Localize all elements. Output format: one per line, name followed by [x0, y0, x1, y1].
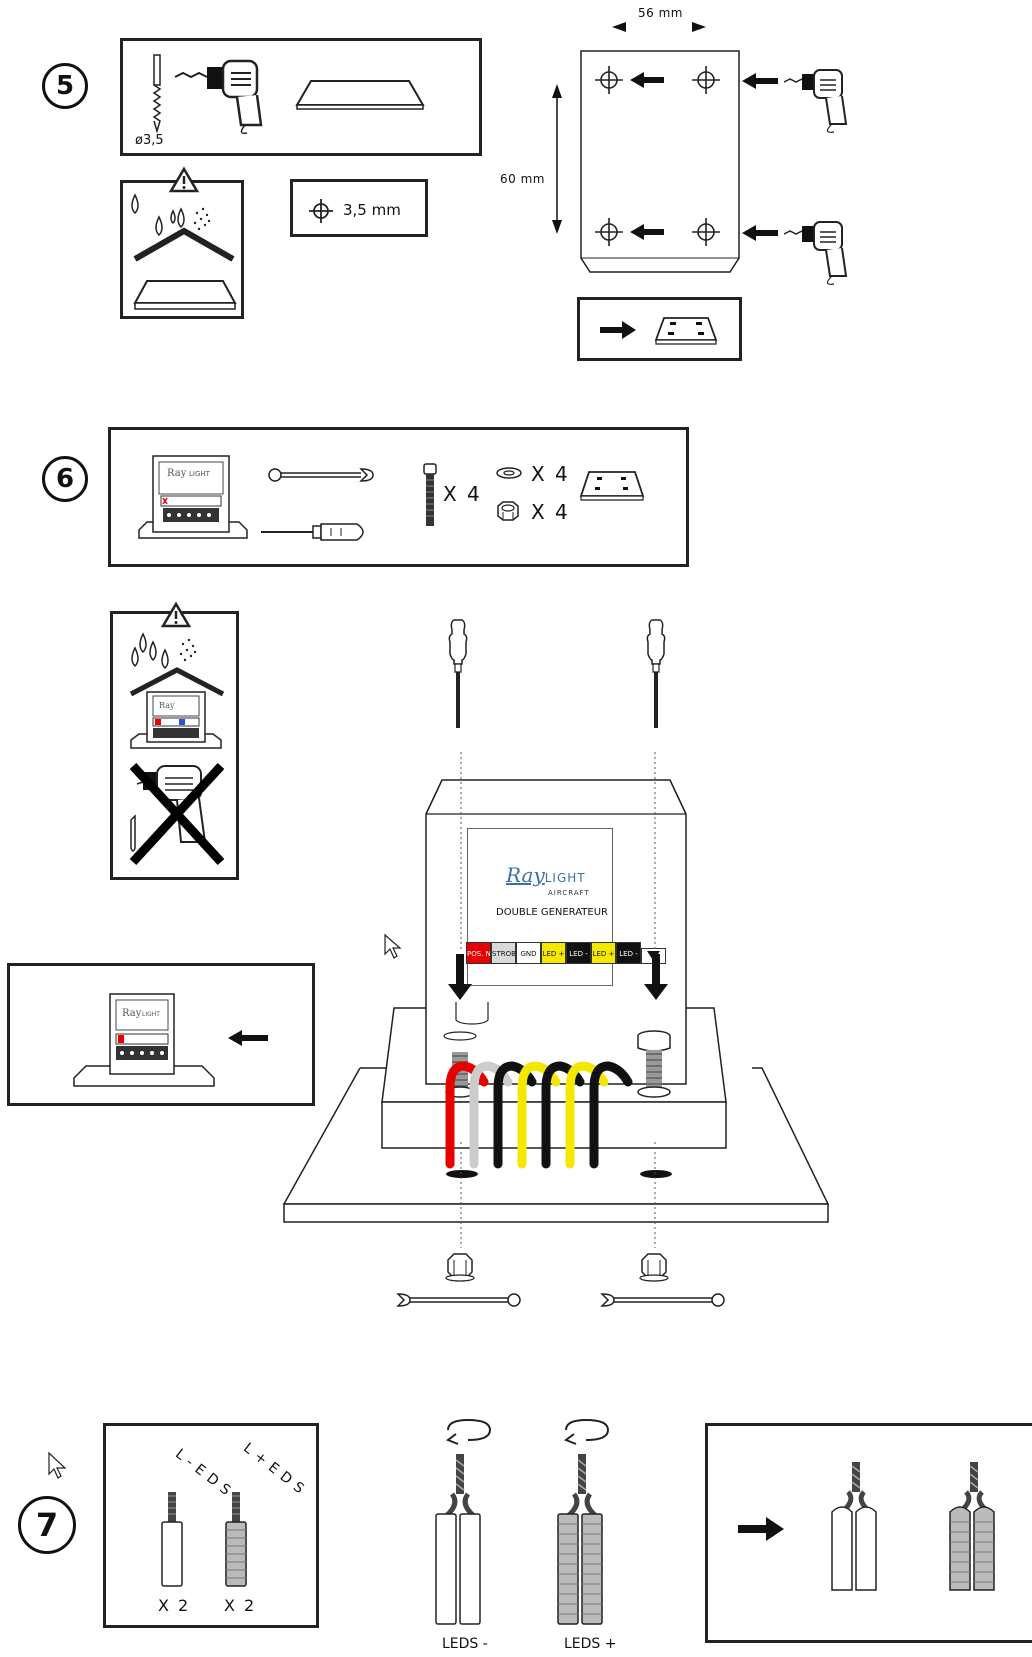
mounting-plate-icon: [295, 80, 425, 110]
height-dimension-label: 60 mm: [500, 172, 545, 186]
wire-bundle: [445, 1061, 633, 1169]
arrow-left-icon: [742, 73, 778, 89]
height-dimension-arrow: [552, 84, 562, 234]
assembled-grey-sleeves: [949, 1462, 995, 1591]
warning-triangle-icon: [168, 166, 200, 193]
svg-text:LIGHT: LIGHT: [142, 1011, 160, 1018]
no-drill-icon: [129, 762, 225, 866]
guide-lines: [460, 752, 656, 1248]
generator-on-plate-icon: Ray LIGHT: [73, 993, 215, 1087]
step-7-result-box: [705, 1423, 1032, 1643]
wrench-icon: [396, 1293, 521, 1307]
step-5-number: 5: [42, 63, 88, 109]
generator-unit-icon: Ray LIGHT: [138, 455, 248, 539]
terminal-label: GND: [516, 942, 541, 964]
leds-plus-label: LEDS +: [564, 1636, 617, 1652]
terminal-label: LED -: [616, 942, 641, 964]
arrow-left-icon: [742, 225, 778, 241]
drill-bit-icon: [152, 54, 162, 134]
mounting-plate-icon: [133, 280, 237, 310]
white-sleeve-icon: [161, 1492, 183, 1587]
hole-size-label: 3,5 mm: [343, 201, 401, 219]
wrench-icon: [268, 468, 374, 482]
terminal-label: LED -: [566, 942, 591, 964]
drops-dust-icon: [131, 193, 235, 262]
white-sleeve-quantity: X 2: [158, 1596, 191, 1615]
step-6-warning-box: Ray: [110, 601, 239, 880]
step-6-result-box: Ray LIGHT: [7, 963, 315, 1106]
nut-icon: [497, 501, 519, 521]
width-dimension-arrow: [612, 22, 706, 32]
curved-label-plus: L+EDS: [240, 1440, 312, 1501]
step-5-protect-box: [120, 166, 244, 319]
screw-quantity: X 4: [443, 482, 482, 506]
step-6-number: 6: [42, 456, 88, 502]
drilled-plate-icon: [579, 471, 645, 501]
arrow-left-icon: [228, 1030, 268, 1046]
wire-7: [589, 1061, 633, 1169]
arrow-right-icon: [600, 321, 636, 339]
drill-icon: [783, 221, 848, 285]
arrow-right-icon: [738, 1517, 784, 1541]
washer-icon: [496, 467, 522, 479]
grey-sleeve-icon: [225, 1492, 247, 1587]
rotate-icon: [563, 1418, 610, 1445]
terminal-label: LED +: [541, 942, 566, 964]
screwdriver-icon: [646, 619, 666, 728]
drill-bit-size-label: ø3,5: [135, 133, 164, 148]
brand-light: LIGHT: [544, 871, 586, 885]
arrow-down-icon: [644, 954, 668, 1000]
drill-icon: [174, 59, 263, 135]
svg-text:Ray: Ray: [122, 1008, 142, 1019]
terminal-label: LED +: [591, 942, 616, 964]
svg-text:Ray: Ray: [159, 701, 175, 710]
washer-quantity: X 4: [531, 462, 570, 486]
leds-minus-label: LEDS -: [442, 1636, 488, 1652]
svg-text:Ray: Ray: [167, 468, 187, 479]
assembled-white-sleeves: [831, 1462, 877, 1591]
svg-text:LIGHT: LIGHT: [189, 470, 211, 478]
product-name: DOUBLE GENERATEUR: [496, 907, 608, 918]
drilled-plate-result-box: [577, 297, 742, 361]
width-dimension-label: 56 mm: [638, 6, 683, 20]
nut-icon: [639, 1253, 669, 1282]
step-7-number: 7: [18, 1496, 76, 1554]
brand-logo: RayLIGHT: [506, 863, 586, 887]
drilling-template-plate: [580, 50, 740, 273]
terminal-label: POS. NAV +: [466, 942, 491, 964]
grey-sleeve-quantity: X 2: [224, 1596, 257, 1615]
generator-unit-icon: Ray: [130, 691, 222, 749]
nut-quantity: X 4: [531, 500, 570, 524]
screw-right: [637, 1030, 671, 1098]
step-6-parts-box: Ray LIGHT X 4 X 4 X 4: [108, 427, 689, 567]
screwdriver-icon: [261, 523, 364, 541]
screw-icon: [423, 463, 437, 526]
brand-aircraft: AIRCRAFT: [548, 889, 590, 897]
step-5-tools-box: ø3,5: [120, 38, 482, 156]
brand-ray: Ray: [506, 863, 545, 887]
crosshair-icon: [309, 199, 333, 223]
wrench-icon: [600, 1293, 725, 1307]
rotate-icon: [445, 1418, 492, 1445]
cursor-icon: [48, 1451, 67, 1479]
arrow-down-icon: [448, 954, 472, 1000]
nut-icon: [445, 1253, 475, 1282]
step-7-sleeves-box: L-EDS L+EDS X 2 X 2: [103, 1423, 319, 1628]
twisted-wires-grey: [557, 1454, 603, 1625]
screwdriver-icon: [448, 619, 468, 728]
cursor-icon: [384, 933, 402, 959]
terminal-label: STROBE +: [491, 942, 516, 964]
twisted-wires-white: [435, 1454, 481, 1625]
drill-icon: [783, 69, 848, 133]
drilled-plate-icon: [654, 317, 718, 345]
hole-size-box: 3,5 mm: [290, 179, 428, 237]
drops-dust-icon: [129, 632, 225, 697]
warning-triangle-icon: [160, 601, 192, 628]
